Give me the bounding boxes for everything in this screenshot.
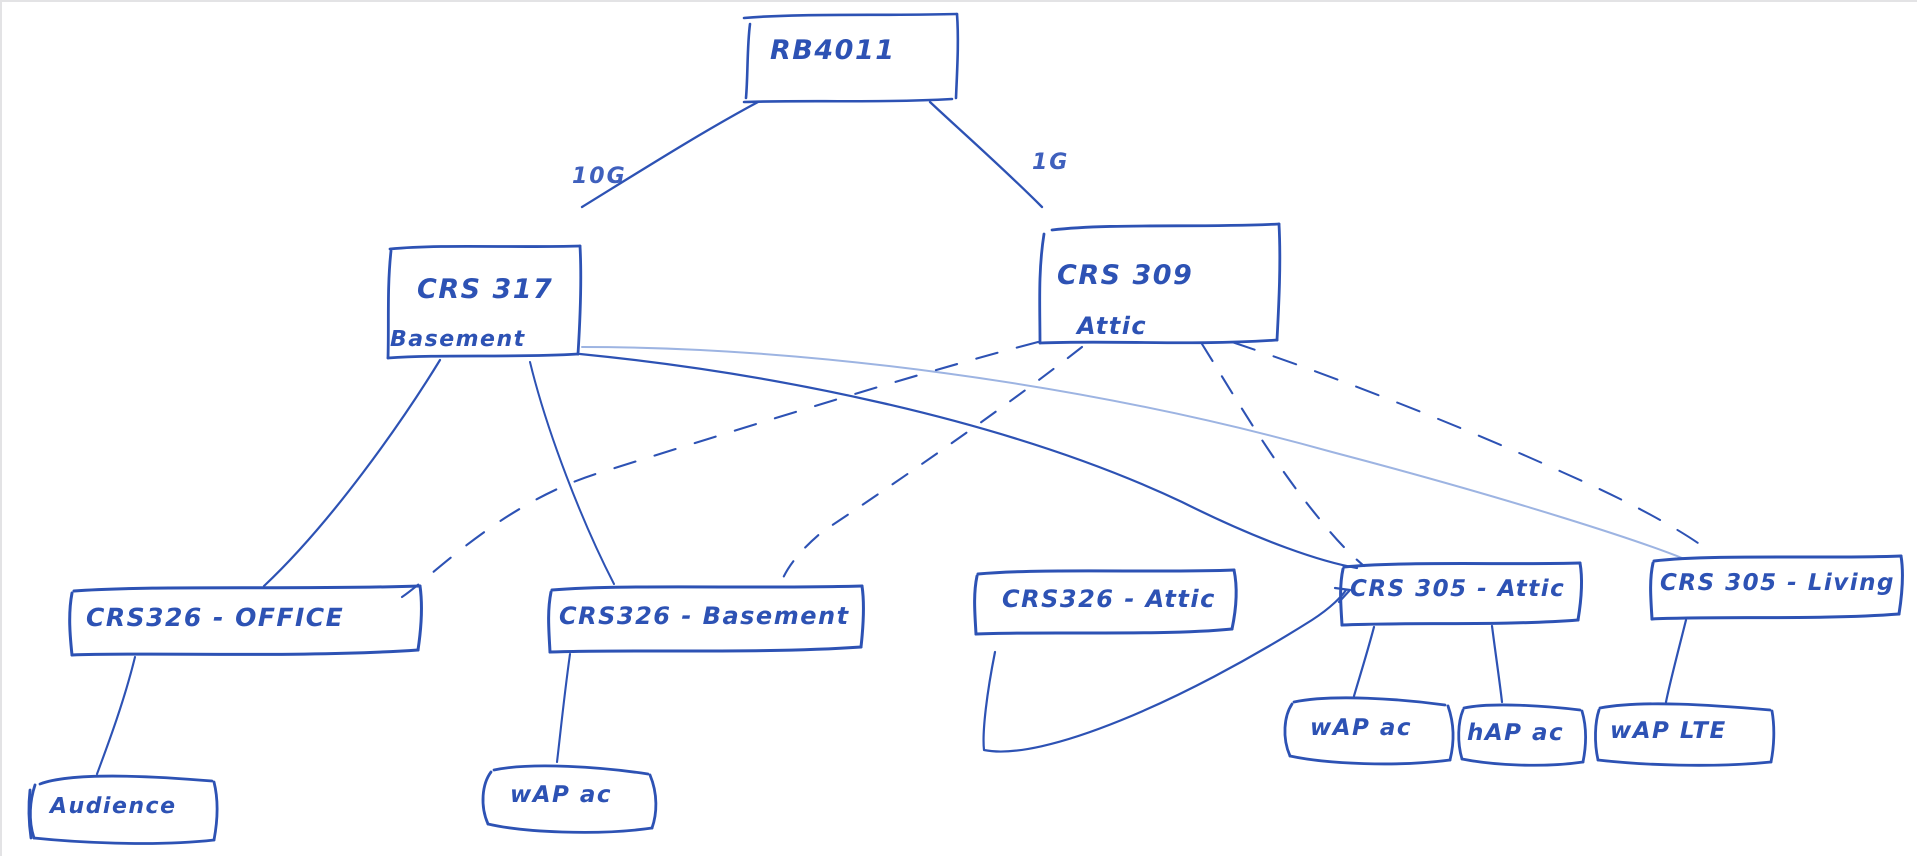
node-box-crs305-living [1649,554,1904,621]
node-box-crs309 [1038,222,1282,345]
node-box-crs326-office [68,584,423,657]
node-crs317-basement[interactable] [384,242,584,362]
node-box-wap-lte [1594,702,1776,767]
node-box-wap-ac-attic [1283,696,1455,766]
node-box-crs305-attic [1339,561,1583,627]
edge-crs309-crs305living [1231,341,1711,553]
node-audience[interactable] [27,774,222,842]
edge-crs317-crs305living [581,346,1683,559]
node-crs326-attic[interactable] [970,567,1235,632]
edge-crs309-crs326basement [778,345,1084,589]
node-box-crs326-attic [973,568,1238,636]
node-wap-ac-basement[interactable] [480,762,660,830]
node-crs305-living[interactable] [1647,554,1902,616]
node-crs326-office[interactable] [67,584,422,654]
edge-rb4011-crs309 [928,100,1044,209]
node-crs305-attic[interactable] [1336,560,1581,622]
edge-crs317-crs326basement [529,361,615,585]
node-box-hap-ac [1457,703,1587,767]
node-box-rb4011 [742,12,960,104]
node-box-crs326-basement [547,584,866,654]
node-hap-ac[interactable] [1457,700,1589,768]
edge-crs305attic-wapac [1352,625,1376,698]
node-box-audience [27,774,219,845]
node-crs326-basement[interactable] [545,583,865,650]
edge-crs309-crs326office [400,340,1040,599]
node-wap-lte[interactable] [1592,700,1772,765]
node-box-wap-ac-basement [481,764,658,834]
edge-rb4011-crs317 [580,100,760,209]
edge-crs326attic-crs305attic [982,586,1352,753]
edge-crs326basement-wapac [555,652,572,764]
edge-crs305attic-hapac [1490,624,1504,704]
node-box-crs317 [386,244,583,360]
node-rb4011[interactable] [742,12,957,100]
node-wap-ac-attic[interactable] [1282,694,1452,764]
edge-crs317-crs326office [262,358,442,588]
edge-crs326office-audience [95,655,137,776]
edge-crs309-crs305attic [1200,342,1366,568]
node-crs309-attic[interactable] [1034,220,1279,345]
edge-crs317-crs305attic [578,352,1359,570]
edge-crs305living-waplte [1664,618,1688,704]
